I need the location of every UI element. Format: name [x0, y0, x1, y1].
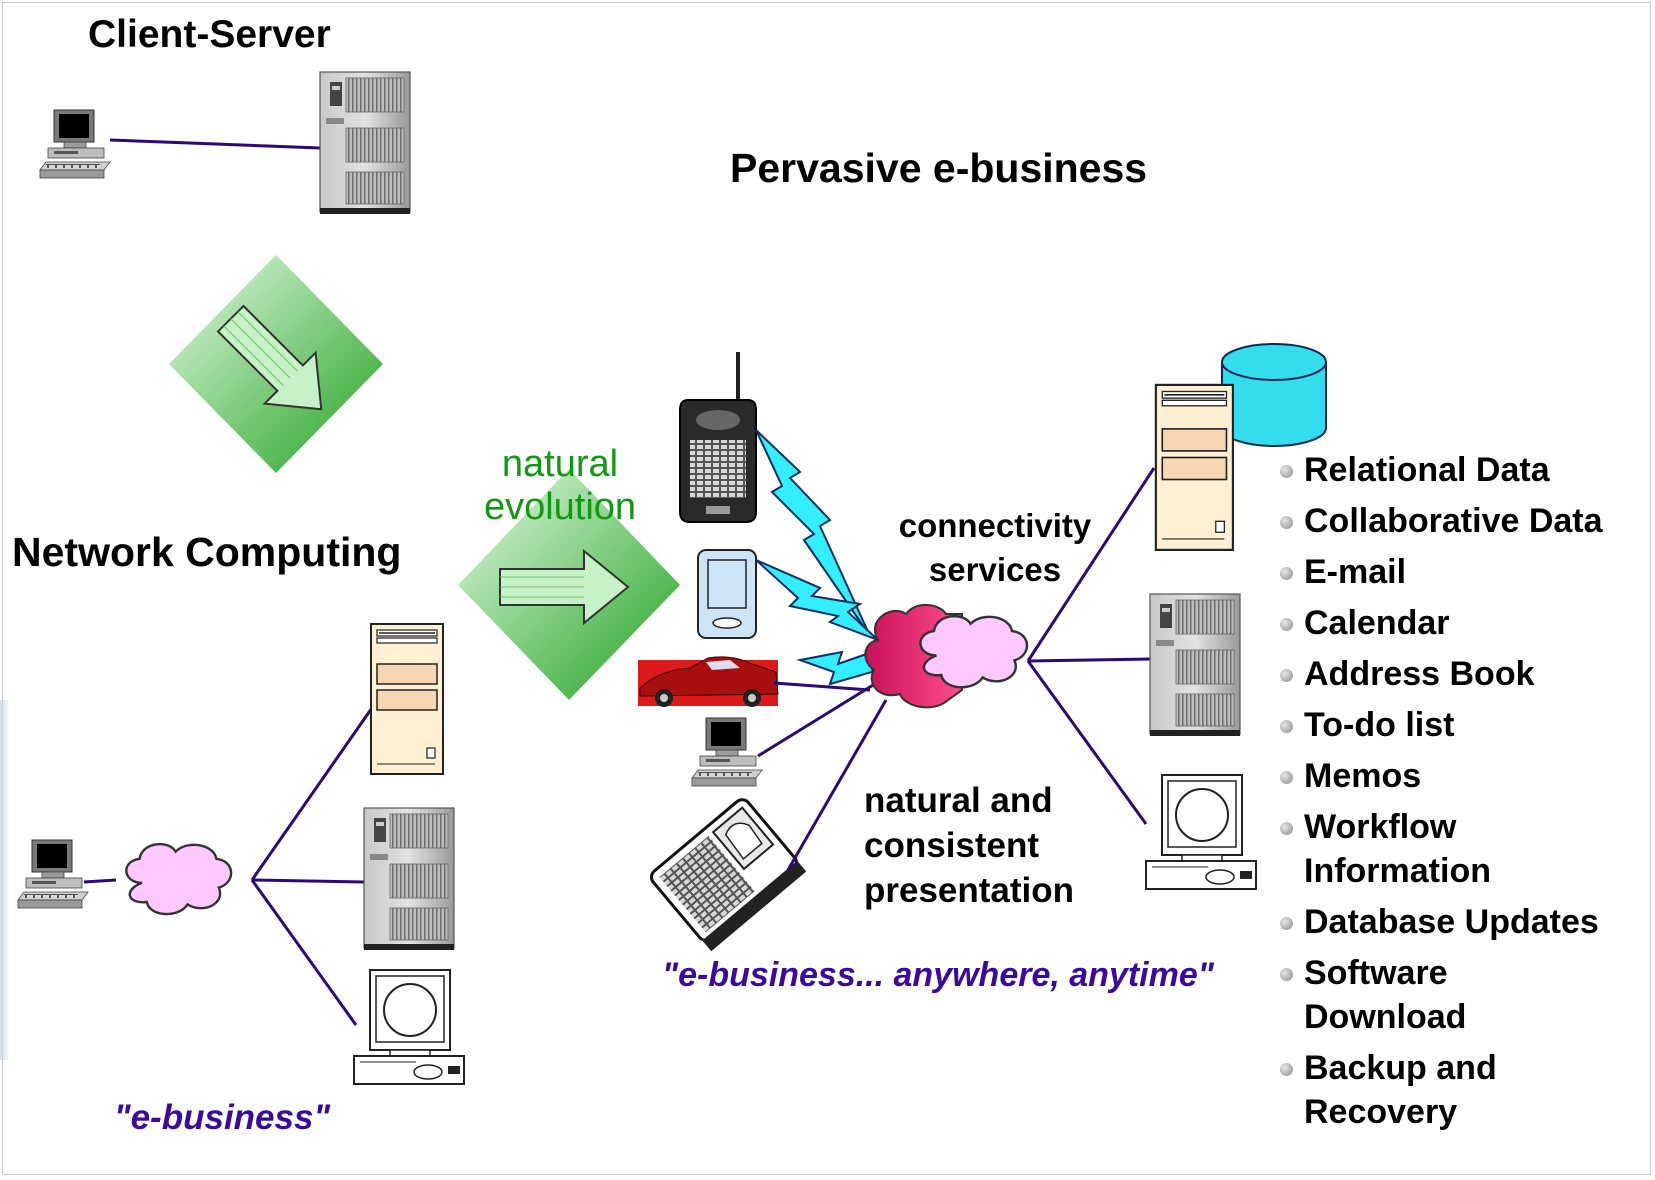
handheld-terminal-icon — [649, 798, 807, 952]
slide-edge-shadow — [0, 700, 10, 1060]
database-icon — [1221, 343, 1327, 447]
anywhere-anytime-quote: "e-business... anywhere, anytime" — [662, 956, 1214, 994]
client-pc-icon — [39, 109, 111, 179]
pervasive-pc-icon — [691, 717, 763, 787]
natural-evolution-line2: evolution — [483, 485, 637, 528]
service-item: To-do list — [1276, 703, 1655, 747]
network-workstation-icon — [353, 969, 465, 1085]
presentation-label: natural and consistent presentation — [864, 778, 1074, 913]
service-item: Database Updates — [1276, 900, 1655, 944]
backend-workstation-icon — [1145, 774, 1257, 890]
network-cloud-icon — [125, 842, 233, 916]
pda-icon — [697, 549, 757, 639]
pervasive-title: Pervasive e-business — [730, 145, 1148, 191]
service-item: Memos — [1276, 754, 1655, 798]
backend-connectors — [1026, 467, 1156, 825]
service-item: E-mail — [1276, 550, 1655, 594]
network-computing-title: Network Computing — [12, 529, 402, 575]
natural-evolution-line1: natural — [501, 443, 619, 485]
down-evolution-diamond — [169, 255, 383, 473]
wireless-lightning-icons — [755, 429, 880, 686]
presentation-line3: presentation — [864, 871, 1075, 910]
connectivity-line2: services — [928, 551, 1062, 588]
car-icon — [638, 656, 779, 707]
client-server-title: Client-Server — [88, 13, 331, 56]
network-pc-icon — [17, 839, 89, 909]
device-connectors — [757, 680, 888, 871]
connectivity-services-label: connectivity services — [880, 504, 1110, 592]
server-tower-icon — [319, 71, 411, 215]
presentation-line2: consistent — [864, 826, 1040, 865]
backend-app-server-icon — [1154, 383, 1235, 552]
service-item: Address Book — [1276, 652, 1655, 696]
e-business-quote: "e-business" — [114, 1098, 331, 1137]
connectivity-line1: connectivity — [898, 507, 1092, 544]
services-list: Relational Data Collaborative Data E-mai… — [1276, 448, 1655, 1141]
service-item: Relational Data — [1276, 448, 1655, 492]
backend-server-tower-icon — [1149, 593, 1241, 737]
presentation-line1: natural and — [864, 781, 1053, 820]
network-connectors — [250, 704, 376, 1026]
right-evolution-diamond — [458, 469, 680, 700]
client-server-link — [109, 138, 321, 150]
network-server-tower-icon — [363, 807, 455, 951]
service-item: Collaborative Data — [1276, 499, 1655, 543]
cordless-phone-icon — [679, 352, 757, 523]
service-item: Calendar — [1276, 601, 1655, 645]
network-app-server-icon — [370, 623, 444, 775]
natural-evolution-label: natural evolution — [470, 443, 650, 528]
